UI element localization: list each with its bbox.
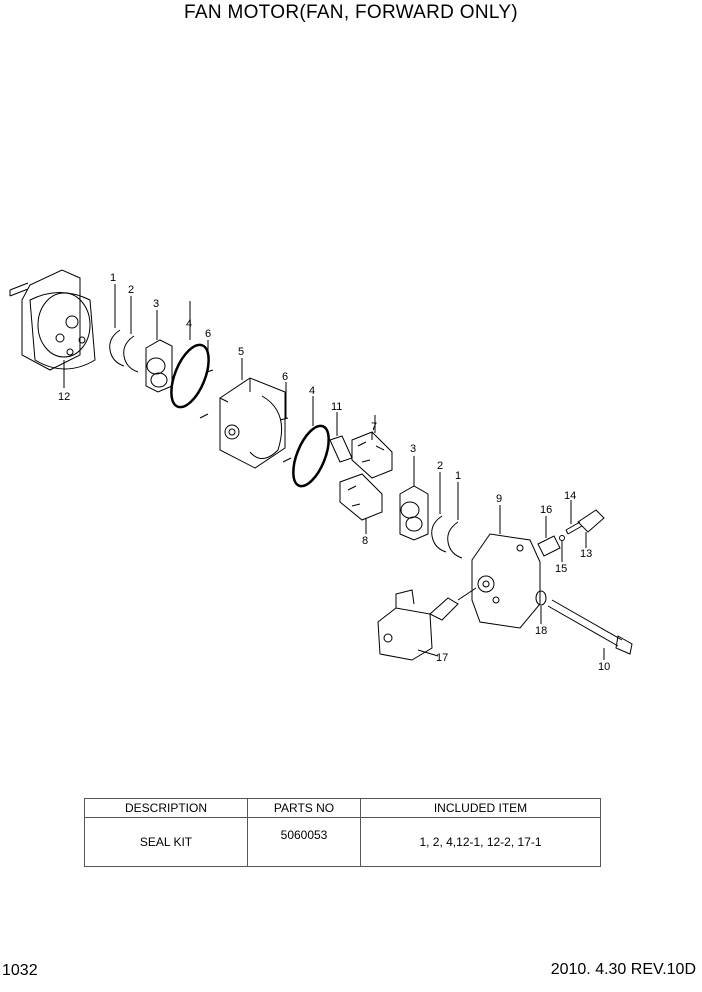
cell-parts-no: 5060053 (247, 817, 361, 867)
part-18-washer (535, 590, 547, 606)
column-header-included-item: INCLUDED ITEM (360, 798, 601, 818)
part-1-clip-left (109, 284, 125, 367)
part-3-bushing-left (145, 310, 173, 393)
callout-label: 5 (238, 346, 244, 358)
column-header-description: DESCRIPTION (84, 798, 248, 818)
callout-label: 6 (205, 328, 211, 340)
callout-label: 16 (540, 504, 552, 516)
part-4-o-ring-right (292, 424, 330, 488)
callout-label: 3 (153, 298, 159, 310)
callout-label: 2 (128, 284, 134, 296)
table-row: SEAL KIT 5060053 1, 2, 4,12-1, 12-2, 17-… (84, 817, 601, 867)
callout-label: 8 (362, 535, 368, 547)
part-6-pins-right (279, 382, 292, 463)
callout-label: 2 (437, 460, 443, 472)
part-9-end-cover (471, 505, 541, 629)
part-2-clip-right (431, 472, 447, 553)
part-13-plug (577, 509, 605, 548)
page-number: 1032 (2, 962, 38, 979)
part-1-clip-right (447, 482, 463, 559)
callout-label: 1 (110, 272, 116, 284)
callout-label: 17 (436, 652, 448, 664)
callout-labels: 1 2 3 4 6 5 6 4 11 7 3 2 1 9 16 14 12 8 … (58, 272, 610, 673)
part-7-drive-gear (351, 415, 393, 479)
part-16-valve (537, 516, 561, 557)
cell-description: SEAL KIT (84, 817, 248, 867)
callout-label: 6 (282, 371, 288, 383)
part-11-key (329, 412, 353, 463)
callout-label: 10 (598, 661, 610, 673)
callout-label: 18 (535, 625, 547, 637)
callout-label: 11 (331, 401, 342, 413)
part-6-pins-left (199, 340, 214, 419)
callout-label: 3 (410, 443, 416, 455)
part-10-bolt (547, 599, 633, 660)
part-3-bushing-right (399, 456, 429, 541)
part-5-gear-housing (219, 358, 286, 469)
callout-label: 4 (309, 385, 315, 397)
callout-label: 15 (555, 563, 567, 575)
seal-kit-table: DESCRIPTION PARTS NO INCLUDED ITEM SEAL … (84, 798, 601, 867)
revision-date: 2010. 4.30 REV.10D (550, 961, 696, 978)
part-17-solenoid (377, 587, 477, 661)
part-14-spring (565, 500, 583, 535)
callout-label: 1 (455, 470, 461, 482)
callout-label: 4 (186, 318, 192, 330)
part-2-clip-left (123, 296, 139, 373)
cell-included-item: 1, 2, 4,12-1, 12-2, 17-1 (360, 817, 601, 867)
page-title: FAN MOTOR(FAN, FORWARD ONLY) (184, 2, 518, 23)
callout-label: 13 (580, 548, 592, 560)
part-15-ball (559, 535, 565, 541)
callout-label: 7 (371, 421, 377, 433)
part-8-driven-gear (339, 473, 383, 534)
callout-label: 12 (58, 391, 70, 403)
callout-label: 14 (564, 490, 576, 502)
part-12-motor-housing (9, 269, 96, 388)
column-header-parts-no: PARTS NO (247, 798, 361, 818)
table-header-row: DESCRIPTION PARTS NO INCLUDED ITEM (84, 798, 601, 818)
part-4-o-ring-left (170, 343, 210, 409)
callout-label: 9 (496, 493, 502, 505)
